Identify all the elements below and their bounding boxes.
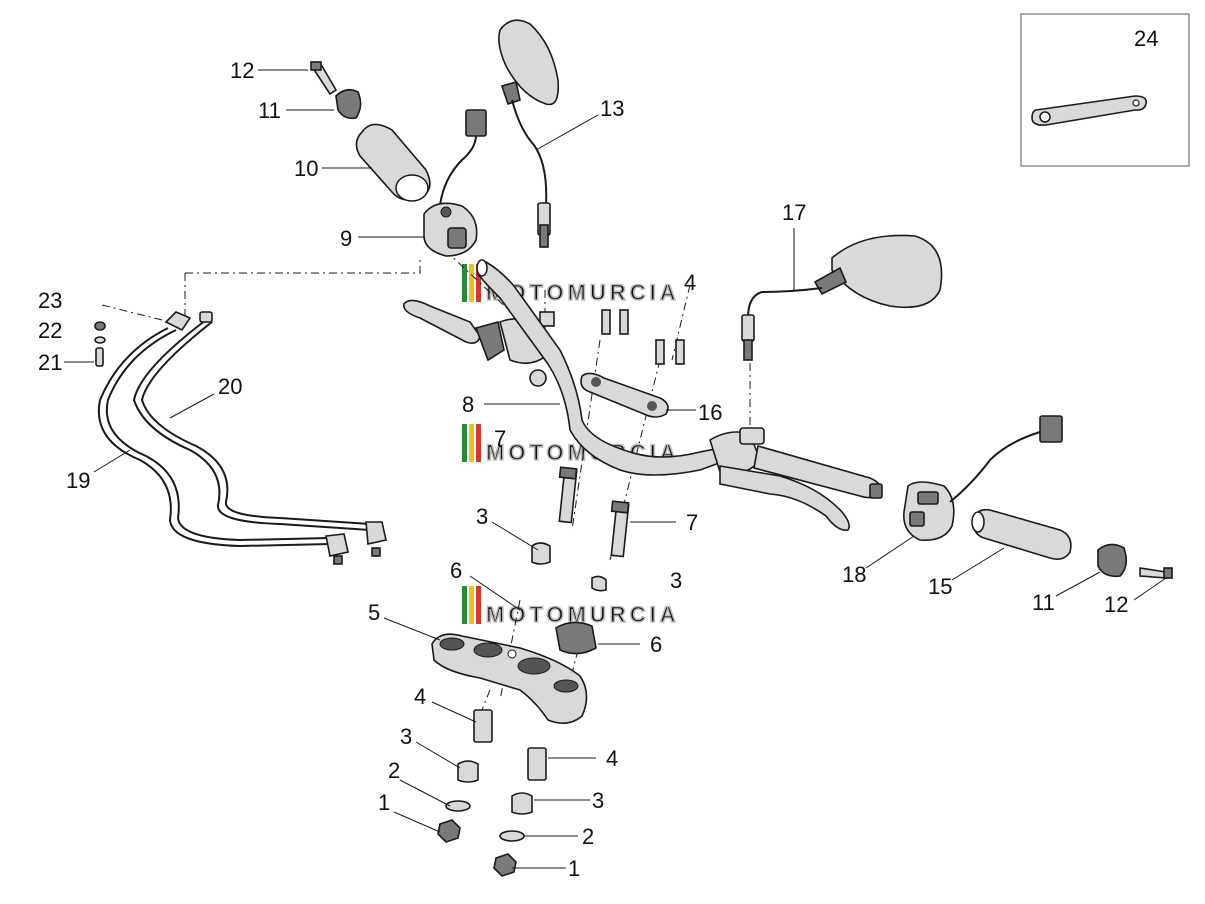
handlebar-clamp-part bbox=[580, 309, 685, 418]
callout-10: 10 bbox=[294, 156, 318, 181]
callout-20: 20 bbox=[218, 374, 242, 399]
callout-11-left: 11 bbox=[258, 98, 281, 123]
right-switch-part bbox=[903, 415, 1063, 542]
callout-8: 8 bbox=[462, 392, 474, 417]
left-mirror-part bbox=[498, 19, 560, 248]
riser-stack-right-part bbox=[493, 747, 547, 877]
callout-12-right: 12 bbox=[1104, 592, 1128, 617]
riser-stack-left-part bbox=[437, 709, 493, 843]
callout-7-lower: 7 bbox=[686, 510, 698, 535]
callout-18: 18 bbox=[842, 562, 866, 587]
upper-triple-clamp-part bbox=[431, 633, 588, 724]
callout-9: 9 bbox=[340, 226, 352, 251]
bar-end-left-part bbox=[310, 61, 362, 120]
callout-12-left: 12 bbox=[230, 58, 254, 83]
inset-box-part-24 bbox=[1020, 13, 1190, 167]
handlebar-part bbox=[476, 259, 723, 476]
callout-21: 21 bbox=[38, 350, 62, 375]
callout-3-mid: 3 bbox=[670, 568, 682, 593]
right-lever-assembly-part bbox=[709, 427, 883, 532]
callout-2-right: 2 bbox=[582, 824, 594, 849]
callout-3-left: 3 bbox=[400, 724, 412, 749]
left-switch-part bbox=[423, 202, 478, 257]
callout-23: 23 bbox=[38, 288, 62, 313]
callout-6-right: 6 bbox=[650, 632, 662, 657]
leader-lines bbox=[64, 69, 1167, 869]
callout-15: 15 bbox=[928, 574, 952, 599]
upper-bushings-part bbox=[531, 542, 607, 655]
right-mirror-part bbox=[741, 234, 943, 361]
callout-22: 22 bbox=[38, 318, 62, 343]
callout-7-upper: 7 bbox=[494, 426, 506, 451]
callout-3-upper: 3 bbox=[476, 504, 488, 529]
callout-17: 17 bbox=[782, 200, 806, 225]
callout-1-right: 1 bbox=[568, 856, 580, 881]
callout-11-right: 11 bbox=[1032, 590, 1055, 615]
callout-19: 19 bbox=[66, 468, 90, 493]
callout-5: 5 bbox=[368, 600, 380, 625]
bar-end-right-part bbox=[1097, 543, 1173, 579]
small-hardware-part bbox=[94, 321, 106, 367]
left-switch-cable-part bbox=[439, 109, 487, 206]
callout-3-right: 3 bbox=[592, 788, 604, 813]
callout-2-left: 2 bbox=[388, 758, 400, 783]
callout-16: 16 bbox=[698, 400, 722, 425]
callout-labels: 12 11 10 9 13 17 23 22 21 20 19 8 16 7 7… bbox=[38, 26, 1158, 881]
key-tool-part bbox=[1031, 95, 1148, 126]
callout-4-right: 4 bbox=[606, 746, 618, 771]
callout-13: 13 bbox=[600, 96, 624, 121]
callout-4-left: 4 bbox=[414, 684, 426, 709]
left-grip-part bbox=[355, 123, 431, 202]
callout-24: 24 bbox=[1134, 26, 1158, 51]
right-grip-part bbox=[971, 508, 1072, 560]
callout-1-left: 1 bbox=[378, 790, 390, 815]
callout-4-top: 4 bbox=[684, 270, 696, 295]
riser-bolts-part bbox=[558, 466, 630, 558]
callout-6-left: 6 bbox=[450, 558, 462, 583]
control-cables-part bbox=[97, 311, 387, 565]
